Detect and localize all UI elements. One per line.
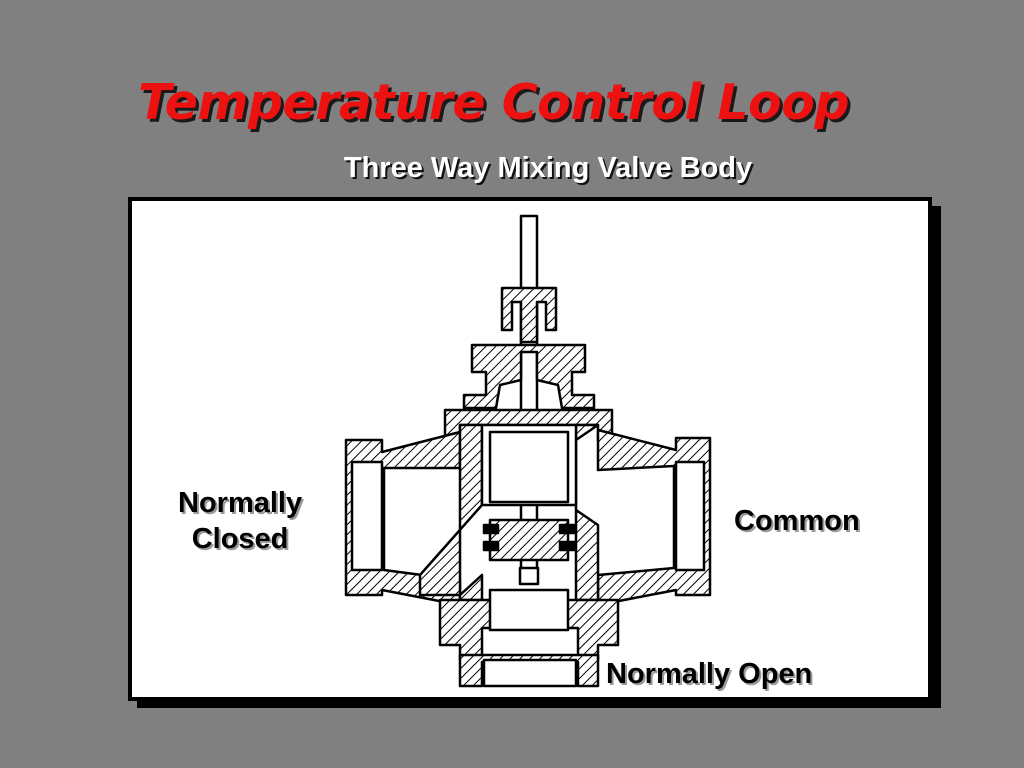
bottom-port-opening xyxy=(482,658,578,688)
slide-title: Temperature Control Loop xyxy=(138,74,849,131)
plug-seal-left-lower xyxy=(482,540,500,552)
left-port-opening xyxy=(350,460,384,572)
plug-seal-right xyxy=(558,523,576,535)
valve-body xyxy=(344,214,712,688)
bonnet xyxy=(462,343,596,410)
normally-open-label: Normally Open xyxy=(606,658,813,690)
normally-closed-label: Normally Closed xyxy=(178,485,302,558)
cage-inner xyxy=(488,430,570,504)
plug-seal-left xyxy=(482,523,500,535)
right-port-opening xyxy=(674,460,706,572)
stem-nut xyxy=(518,566,540,586)
packing-nut xyxy=(500,286,558,344)
plug-seal-right-lower xyxy=(558,540,576,552)
slide-subtitle: Three Way Mixing Valve Body xyxy=(343,152,753,184)
inner-right-wall xyxy=(574,423,600,602)
normally-closed-line2: Closed xyxy=(191,523,289,556)
common-label: Common xyxy=(734,505,860,537)
valve-plug xyxy=(488,518,570,562)
lower-body xyxy=(438,598,620,662)
lower-seat xyxy=(488,588,570,632)
normally-closed-line1: Normally xyxy=(178,487,303,519)
valve-cross-section-diagram xyxy=(344,214,712,688)
